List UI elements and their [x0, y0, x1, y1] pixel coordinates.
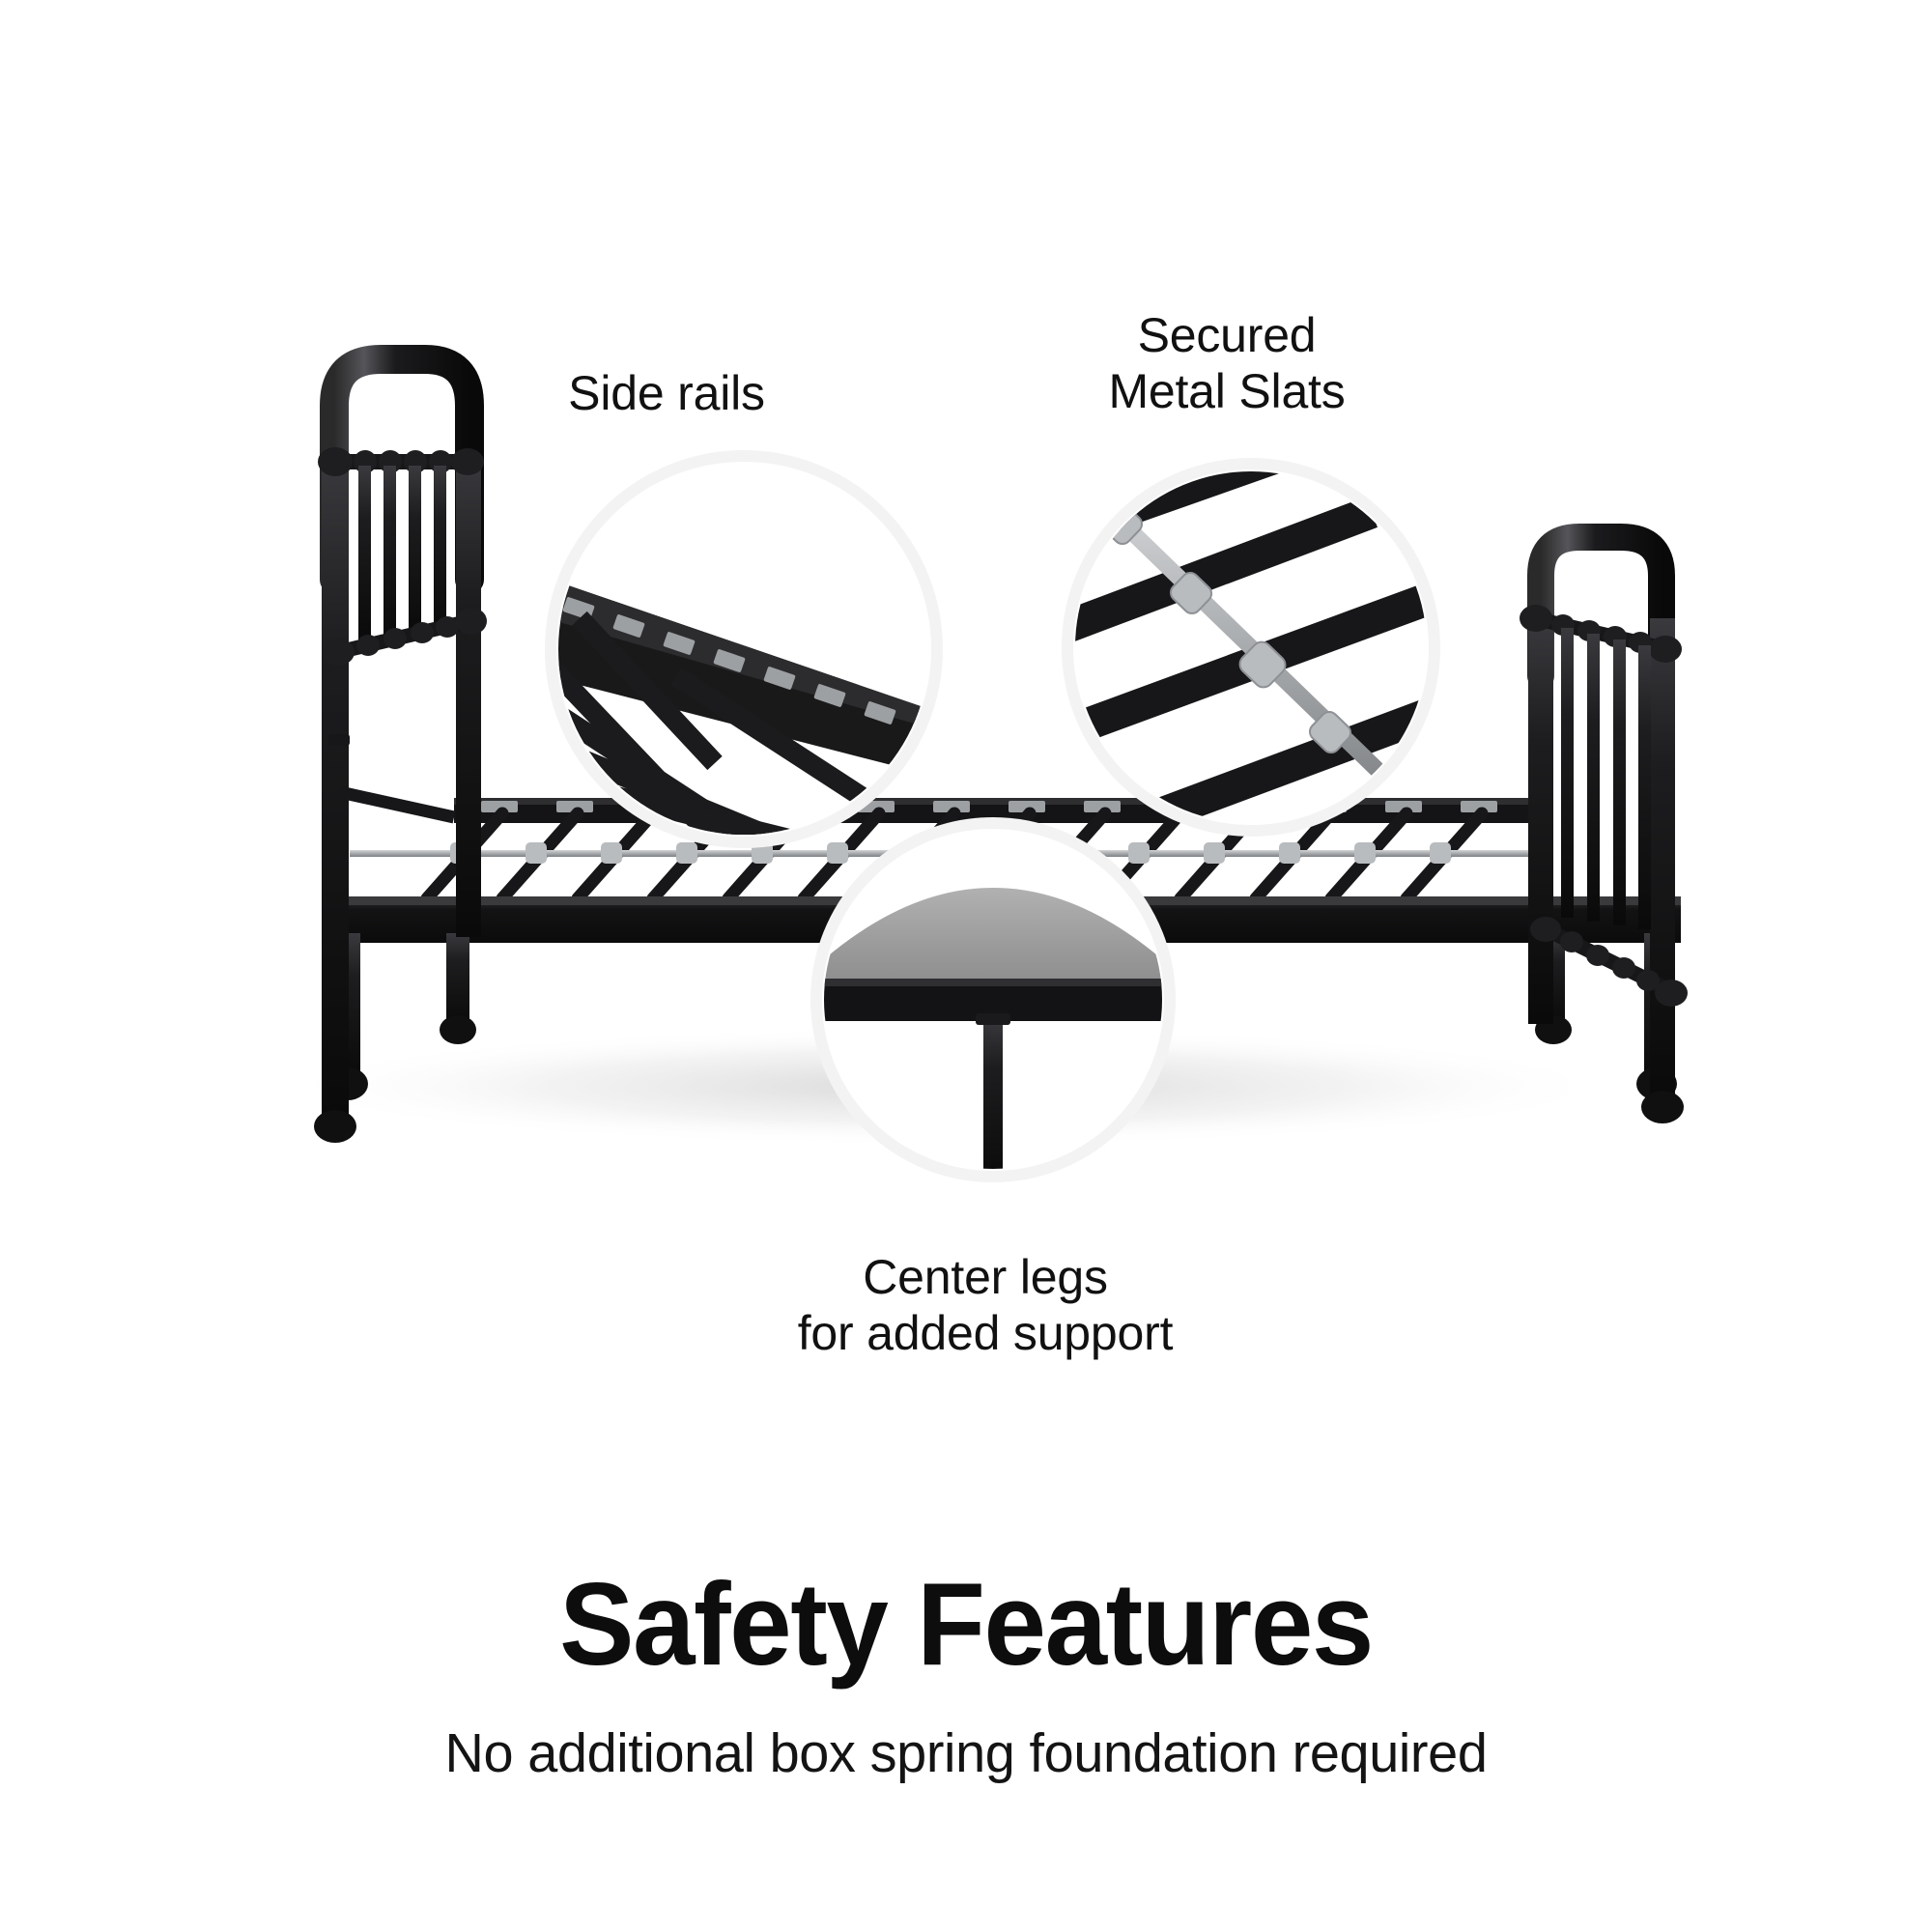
page-headline: Safety Features [559, 1558, 1374, 1690]
bed-frame-illustration [270, 345, 1688, 1182]
footboard-foot [1641, 1091, 1684, 1123]
foot-mid-left [440, 1015, 476, 1044]
footboard-spindles [1561, 628, 1651, 929]
callout-label-secured-metal-slats: Secured Metal Slats [1108, 308, 1346, 418]
callout-circle-secured-metal-slats [1062, 458, 1440, 837]
footboard-post-left [1528, 618, 1553, 1024]
callout-label-center-legs: Center legs for added support [797, 1250, 1174, 1360]
footboard-beaded-rail-top [1520, 605, 1682, 663]
headboard-beaded-rail-top [318, 447, 484, 476]
footer-text-block: Safety Features No additional box spring… [0, 1565, 1932, 1784]
footboard-post-right [1650, 618, 1675, 1101]
headboard-foot [314, 1110, 356, 1143]
page-subheadline: No additional box spring foundation requ… [444, 1722, 1488, 1784]
headboard-spindles [358, 466, 446, 639]
leg-mid-left [446, 933, 469, 1026]
headboard-beaded-rail-bottom [322, 608, 487, 666]
footboard [1520, 524, 1688, 1123]
callout-circle-side-rails [545, 450, 943, 848]
callout-circle-center-legs [810, 817, 1176, 1182]
headboard [314, 345, 487, 1143]
headboard-post-right [456, 454, 481, 937]
footboard-beaded-rail-bottom [1530, 917, 1688, 1007]
product-illustration: Side rails Secured Metal Slats Center le… [270, 308, 1688, 1360]
callout-label-side-rails: Side rails [568, 366, 765, 420]
